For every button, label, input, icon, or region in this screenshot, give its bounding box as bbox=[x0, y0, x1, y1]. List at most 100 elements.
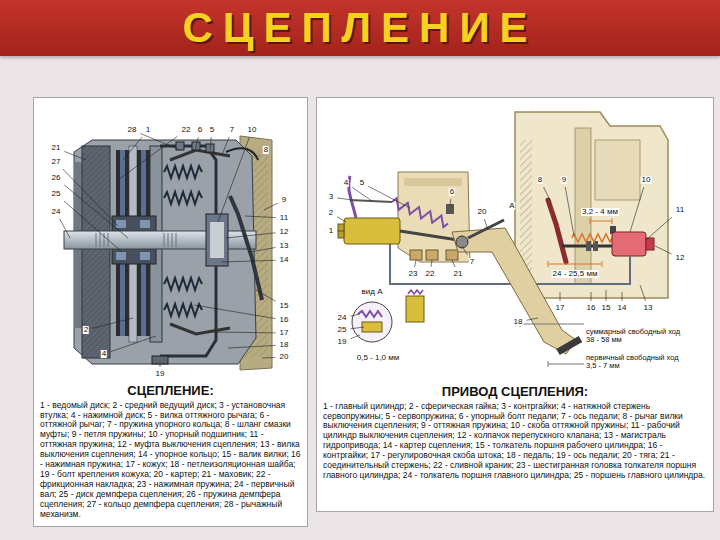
callout-label: 4 bbox=[343, 179, 349, 187]
callout-label: 27 bbox=[51, 158, 62, 166]
callout-label: 0,5 - 1,0 мм bbox=[356, 354, 401, 362]
leader-line bbox=[264, 203, 278, 210]
leader-line bbox=[591, 292, 592, 301]
leader-line bbox=[350, 314, 360, 316]
leader-line bbox=[337, 231, 344, 232]
poster-title: СЦЕПЛЕНИЕ bbox=[0, 0, 720, 56]
drain-cock bbox=[426, 250, 438, 260]
return-spring bbox=[572, 234, 612, 242]
callout-label: 22 bbox=[425, 270, 436, 278]
slave-cylinder bbox=[612, 232, 646, 256]
leader-line bbox=[160, 363, 161, 367]
panel-heading: ПРИВОД СЦЕПЛЕНИЯ: bbox=[321, 384, 709, 400]
leader-line bbox=[226, 233, 276, 238]
leader-line bbox=[123, 137, 142, 160]
spherical-nut bbox=[338, 224, 344, 238]
callout-label: 10 bbox=[247, 126, 258, 134]
leader-line bbox=[415, 260, 417, 267]
legend-text: 1 - ведомый диск; 2 - средний ведущий ди… bbox=[40, 401, 301, 520]
inset-spring bbox=[358, 311, 382, 317]
leader-line bbox=[250, 247, 276, 252]
leader-line bbox=[350, 327, 364, 329]
legend-panel: ПРИВОД СЦЕПЛЕНИЯ:1 - главный цилиндр; 2 … bbox=[316, 97, 714, 512]
damper-spring bbox=[116, 252, 126, 260]
callout-label: вид А bbox=[361, 288, 384, 296]
callout-label: 1 bbox=[145, 126, 151, 134]
clutch-section bbox=[64, 136, 272, 370]
panel-ground bbox=[33, 97, 308, 527]
leader-line bbox=[640, 285, 646, 301]
leader-line bbox=[245, 216, 276, 218]
callout-label: 21 bbox=[51, 144, 62, 152]
housing-wall bbox=[575, 128, 591, 284]
callout-label: 28 bbox=[127, 126, 138, 134]
pedal-rod bbox=[468, 220, 504, 238]
stop-bolt bbox=[446, 204, 454, 214]
callout-label: 7 bbox=[229, 126, 235, 134]
spring-symbol bbox=[390, 197, 450, 228]
callout-label: первичный свободный ход 3,5 - 7 мм bbox=[585, 354, 687, 371]
leader-line bbox=[64, 201, 122, 252]
callout-label: 16 bbox=[279, 316, 290, 324]
leader-line bbox=[118, 136, 178, 180]
master-cylinder bbox=[344, 218, 400, 244]
callout-label: 17 bbox=[279, 329, 290, 337]
callout-label: 11 bbox=[675, 206, 685, 214]
leader-line bbox=[60, 219, 70, 238]
callout-label: 9 bbox=[281, 196, 287, 204]
callout-label: 24 - 25,5 мм bbox=[552, 270, 599, 278]
title-band: СЦЕПЛЕНИЕ bbox=[0, 0, 720, 56]
callout-label: 4 bbox=[101, 350, 107, 358]
callout-label: 15 bbox=[279, 302, 290, 310]
leader-line bbox=[214, 332, 276, 334]
leader-line bbox=[452, 260, 455, 267]
callout-label: 21 bbox=[453, 270, 464, 278]
leader-line bbox=[256, 290, 276, 301]
callout-label: 15 bbox=[601, 304, 612, 312]
legend-panel: СЦЕПЛЕНИЕ: 1 - ведомый диск; 2 - средний … bbox=[33, 97, 308, 527]
callout-label: 26 bbox=[51, 174, 62, 182]
callout-label: 18 bbox=[279, 341, 290, 349]
leader-line bbox=[368, 186, 410, 208]
callout-label: 6 bbox=[197, 126, 203, 134]
inset-assembly bbox=[406, 296, 424, 322]
callout-label: 24 bbox=[337, 314, 348, 322]
grease-hose bbox=[226, 148, 258, 160]
callout-label: 10 bbox=[641, 176, 652, 184]
callout-label: 3 bbox=[328, 193, 334, 201]
travel-lines bbox=[520, 321, 584, 367]
panel-ground bbox=[316, 97, 714, 512]
callout-label: 17 bbox=[555, 304, 566, 312]
leader-line bbox=[210, 137, 211, 150]
callout-label: А bbox=[508, 202, 515, 210]
servo-spring bbox=[390, 197, 450, 228]
leader-line bbox=[630, 187, 644, 232]
callout-label: 22 bbox=[181, 126, 192, 134]
callout-label: 5 bbox=[209, 126, 215, 134]
cover-bolt bbox=[152, 356, 168, 364]
callout-label: 13 bbox=[279, 242, 290, 250]
hex-head bbox=[410, 250, 422, 260]
spring-symbol bbox=[164, 192, 202, 204]
leader-line bbox=[565, 187, 574, 236]
callout-label: 16 bbox=[586, 304, 597, 312]
leader-line bbox=[262, 357, 276, 359]
callout-label: 14 bbox=[279, 256, 290, 264]
dimension-line bbox=[590, 218, 612, 224]
leader-line bbox=[64, 151, 86, 160]
leader-line bbox=[544, 187, 552, 202]
callout-label: 1 bbox=[328, 227, 334, 235]
leader-line bbox=[484, 219, 488, 230]
panel-heading: СЦЕПЛЕНИЕ: bbox=[38, 383, 303, 399]
callout-label: 23 bbox=[408, 270, 419, 278]
leader-line bbox=[655, 246, 672, 254]
bracket-flange bbox=[404, 178, 462, 186]
callout-label: 6 bbox=[449, 188, 455, 196]
callout-label: 11 bbox=[279, 214, 289, 222]
master-pushrod bbox=[400, 231, 458, 240]
flywheel-hatch bbox=[82, 146, 110, 358]
leader-line bbox=[526, 318, 538, 320]
callout-label: 20 bbox=[477, 208, 488, 216]
